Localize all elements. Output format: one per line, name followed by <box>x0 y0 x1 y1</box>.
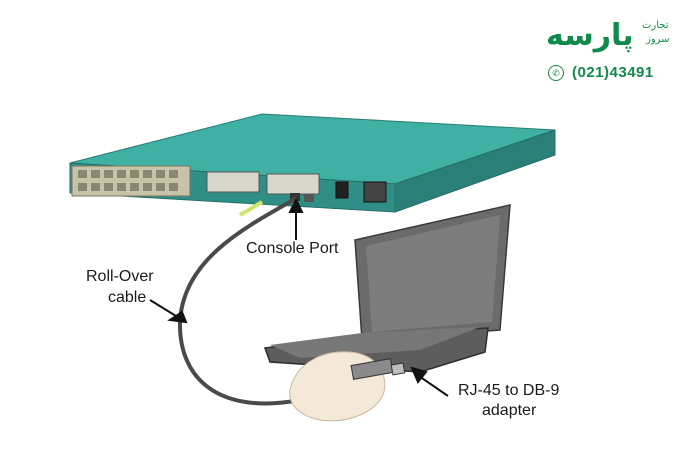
console-port-label: Console Port <box>246 240 339 257</box>
brand-logo-text: پارسه <box>546 18 634 53</box>
brand-logo-subtext-2: سروز <box>646 34 670 45</box>
rollover-cable-label-line1: Roll-Over <box>86 268 154 285</box>
adapter-label-line1: RJ-45 to DB-9 <box>458 382 560 399</box>
brand-logo-subtext-1: تجارت <box>642 20 669 31</box>
brand-logo: پارسه تجارت سروز ✆ (021)43491 <box>540 18 680 88</box>
arrow-rollover-cable <box>149 299 188 324</box>
router-side <box>394 129 556 213</box>
arrow-adapter <box>410 366 449 397</box>
adapter-connector <box>390 362 406 376</box>
arrow-console-port <box>288 197 304 240</box>
cable-highlight <box>238 200 264 217</box>
aux-port-jack <box>304 194 314 202</box>
phone-icon: ✆ <box>548 64 564 81</box>
laptop-screen-panel <box>366 215 500 332</box>
phone-number: (021)43491 <box>572 64 654 81</box>
phone-row: ✆ (021)43491 <box>548 64 654 81</box>
rollover-cable-label-line2: cable <box>108 289 147 306</box>
slot-module-2 <box>266 173 320 195</box>
power-switch <box>335 181 349 199</box>
laptop-base-top <box>270 327 480 358</box>
port-grid <box>78 170 178 191</box>
slot-module-1 <box>206 171 260 193</box>
adapter-label-line2: adapter <box>482 402 537 419</box>
power-socket <box>363 181 387 203</box>
